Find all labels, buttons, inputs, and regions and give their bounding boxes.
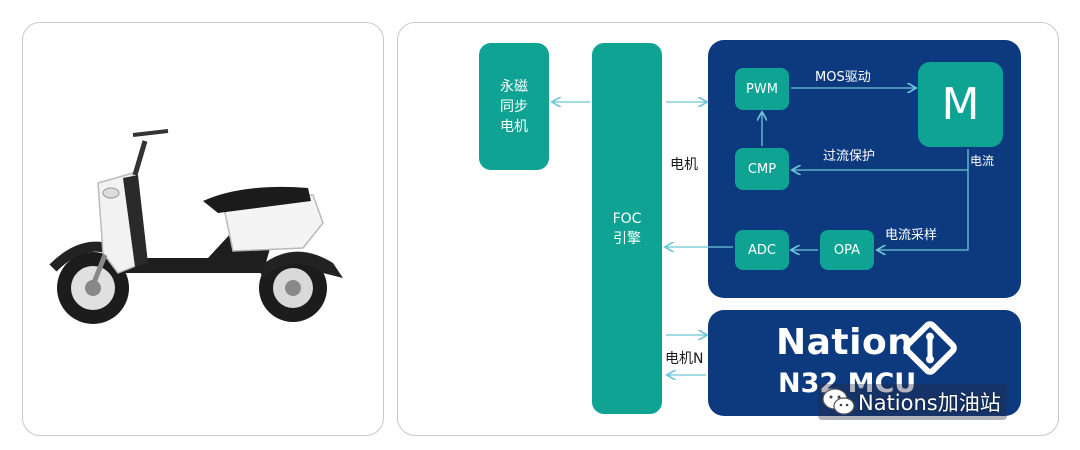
motor-m-block: M bbox=[918, 62, 1003, 147]
scooter-illustration bbox=[49, 129, 343, 324]
motor-label-line: 电机 bbox=[500, 118, 528, 135]
scooter-panel bbox=[22, 22, 384, 436]
arrow-m-to-cmp bbox=[793, 149, 969, 170]
foc-engine-box: FOC 引擎 bbox=[592, 43, 662, 414]
overcurrent-label: 过流保护 bbox=[823, 149, 876, 164]
wechat-icon bbox=[822, 388, 855, 415]
current-label: 电流 bbox=[970, 154, 995, 168]
mcu-brand-block bbox=[708, 310, 1021, 416]
cmp-block: CMP bbox=[735, 148, 789, 190]
opa-block: OPA bbox=[820, 230, 874, 270]
adc-block: ADC bbox=[735, 230, 789, 270]
motor-n-link-label: 电机N bbox=[665, 351, 704, 367]
arrow-current-to-opa bbox=[878, 170, 969, 250]
pmsm-motor-box: 永磁 同步 电机 bbox=[479, 43, 549, 170]
brand-model: N32 MCU bbox=[778, 368, 917, 399]
foc-label-line: FOC bbox=[612, 210, 642, 227]
watermark-text: Nations加油站 bbox=[858, 391, 1001, 415]
pwm-block: PWM bbox=[735, 68, 789, 110]
foc-label-line: 引擎 bbox=[612, 230, 641, 247]
motor-label-line: 同步 bbox=[500, 98, 528, 115]
mos-drive-label: MOS驱动 bbox=[815, 70, 871, 85]
motor-link-label: 电机 bbox=[670, 157, 698, 173]
current-sampling-label: 电流采样 bbox=[885, 228, 938, 243]
brand-name: Nation bbox=[776, 322, 914, 363]
motor-label-line: 永磁 bbox=[500, 78, 528, 95]
nation-logo-icon bbox=[903, 321, 957, 375]
wechat-watermark: Nations加油站 bbox=[818, 384, 1007, 420]
